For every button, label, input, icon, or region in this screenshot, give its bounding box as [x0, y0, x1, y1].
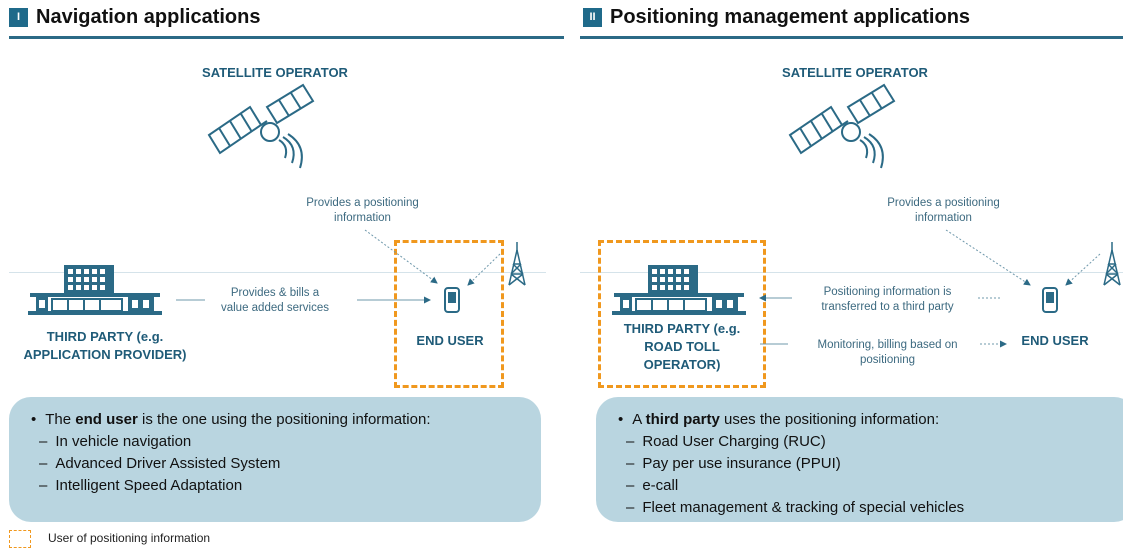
- section-title: Positioning management applications: [610, 5, 971, 28]
- section-title: Navigation applications: [36, 5, 261, 28]
- satellite-icon: [207, 83, 315, 169]
- end-user-highlight-box: [394, 240, 504, 388]
- list-item: In vehicle navigation: [31, 431, 521, 453]
- antenna-tower-icon: [1103, 242, 1121, 286]
- legend-text: User of positioning information: [48, 531, 211, 545]
- satellite-operator-label: SATELLITE OPERATOR: [202, 65, 348, 80]
- satellite-note: Provides a positioning information: [306, 197, 419, 224]
- summary-panel: The end user is the one using the positi…: [9, 397, 541, 522]
- transfer-note: Positioning information is transferred t…: [821, 286, 954, 313]
- ground-line: [9, 272, 546, 273]
- summary-panel: A third party uses the positioning infor…: [596, 397, 1123, 522]
- summary-lead: The end user is the one using the positi…: [31, 409, 521, 431]
- third-party-label: THIRD PARTY (e.g. APPLICATION PROVIDER): [23, 329, 187, 362]
- right-header: II Positioning management applications: [583, 4, 970, 30]
- satellite-operator-label: SATELLITE OPERATOR: [782, 65, 928, 80]
- building-icon: [612, 265, 746, 315]
- list-item: Advanced Driver Assisted System: [31, 453, 521, 475]
- building-icon: [28, 265, 162, 315]
- left-arrows: [176, 229, 501, 304]
- satellite-icon: [788, 83, 896, 169]
- right-arrows: [759, 229, 1101, 348]
- list-item: Pay per use insurance (PPUI): [618, 453, 1116, 475]
- bill-note: Provides & bills a value added services: [220, 287, 330, 314]
- satellite-note: Provides a positioning information: [887, 197, 1000, 224]
- third-party-highlight-box: [598, 240, 766, 388]
- left-header: I Navigation applications: [9, 4, 260, 30]
- antenna-tower-icon: [508, 242, 526, 286]
- list-item: Fleet management & tracking of special v…: [618, 497, 1116, 519]
- legend-swatch: [9, 530, 31, 548]
- summary-lead: A third party uses the positioning infor…: [618, 409, 1116, 431]
- list-item: Intelligent Speed Adaptation: [31, 475, 521, 497]
- section-number: I: [9, 7, 28, 27]
- header-rule: [9, 36, 564, 39]
- list-item: e-call: [618, 475, 1116, 497]
- phone-icon: [444, 287, 460, 313]
- phone-icon: [1042, 287, 1058, 313]
- end-user-label: END USER: [416, 333, 484, 348]
- section-number: II: [583, 7, 602, 27]
- ground-line: [580, 272, 1123, 273]
- list-item: Road User Charging (RUC): [618, 431, 1116, 453]
- header-rule: [580, 36, 1123, 39]
- monitor-note: Monitoring, billing based on positioning: [817, 339, 958, 366]
- end-user-label: END USER: [1021, 333, 1089, 348]
- third-party-label: THIRD PARTY (e.g. ROAD TOLL OPERATOR): [623, 321, 741, 372]
